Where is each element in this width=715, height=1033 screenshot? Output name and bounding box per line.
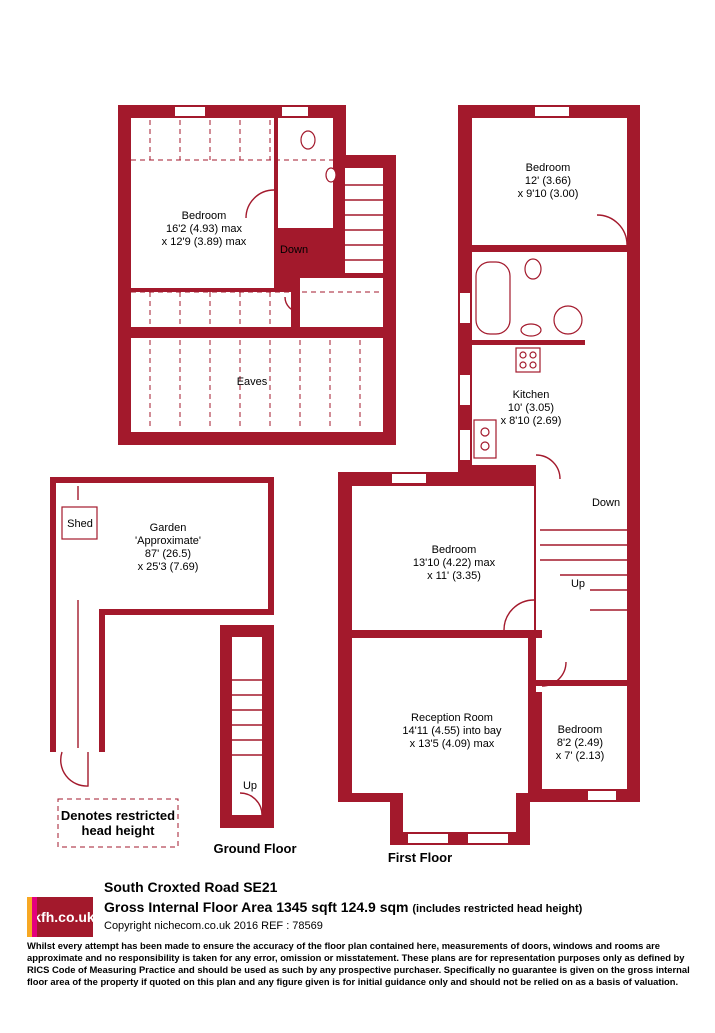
gross-internal-area: Gross Internal Floor Area 1345 sqft 124.…	[104, 899, 582, 915]
mid-bedroom-dim2: x 11' (3.35)	[427, 570, 481, 582]
small-bedroom-name: Bedroom	[558, 724, 603, 736]
copyright: Copyright nichecom.co.uk 2016 REF : 7856…	[104, 920, 323, 932]
rear-bedroom-dim2: x 9'10 (3.00)	[518, 188, 579, 200]
garden-name: Garden	[150, 522, 187, 534]
kitchen-name: Kitchen	[513, 389, 550, 401]
logo-stripe	[32, 897, 37, 937]
garden-dim2: x 25'3 (7.69)	[138, 561, 199, 573]
kitchen-dim1: 10' (3.05)	[508, 402, 554, 414]
small-bedroom-dim1: 8'2 (2.49)	[557, 737, 603, 749]
mid-bedroom-dim1: 13'10 (4.22) max	[413, 557, 496, 569]
garden-plan	[50, 477, 274, 787]
ground-floor-plan	[220, 625, 274, 828]
ground-floor-label: Ground Floor	[213, 841, 296, 856]
garden-dim0: 'Approximate'	[135, 535, 201, 547]
ff-stairs-down-label: Down	[592, 497, 620, 509]
legend-line1: Denotes restricted	[61, 808, 175, 823]
gia-text: Gross Internal Floor Area 1345 sqft 124.…	[104, 899, 409, 915]
garden-dim1: 87' (26.5)	[145, 548, 191, 560]
top-stairs-down-label: Down	[280, 244, 308, 256]
logo-text: kfh.co.uk	[33, 909, 95, 925]
top-bedroom-name: Bedroom	[182, 210, 227, 222]
legend-line2: head height	[82, 823, 156, 838]
rear-bedroom-name: Bedroom	[526, 162, 571, 174]
gf-stairs-up-label: Up	[243, 780, 257, 792]
eaves-label: Eaves	[237, 376, 268, 388]
first-floor-plan	[338, 105, 640, 845]
reception-dim2: x 13'5 (4.09) max	[410, 738, 495, 750]
reception-name: Reception Room	[411, 712, 493, 724]
ff-stairs-up-label: Up	[571, 578, 585, 590]
top-bedroom-dim2: x 12'9 (3.89) max	[162, 236, 247, 248]
top-bedroom-dim1: 16'2 (4.93) max	[166, 223, 243, 235]
kfh-logo: kfh.co.uk	[27, 897, 95, 937]
first-floor-label: First Floor	[388, 850, 452, 865]
gia-note: (includes restricted head height)	[412, 903, 583, 915]
logo-stripe	[27, 897, 32, 937]
mid-bedroom-name: Bedroom	[432, 544, 477, 556]
top-floor-plan	[118, 105, 396, 445]
rear-bedroom-dim1: 12' (3.66)	[525, 175, 571, 187]
shed-label: Shed	[67, 518, 93, 530]
kitchen-dim2: x 8'10 (2.69)	[501, 415, 562, 427]
disclaimer: Whilst every attempt has been made to en…	[27, 940, 690, 987]
small-bedroom-dim2: x 7' (2.13)	[556, 750, 605, 762]
reception-dim1: 14'11 (4.55) into bay	[402, 725, 502, 737]
restricted-height-legend-box	[57, 798, 179, 848]
property-address: South Croxted Road SE21	[104, 879, 278, 895]
